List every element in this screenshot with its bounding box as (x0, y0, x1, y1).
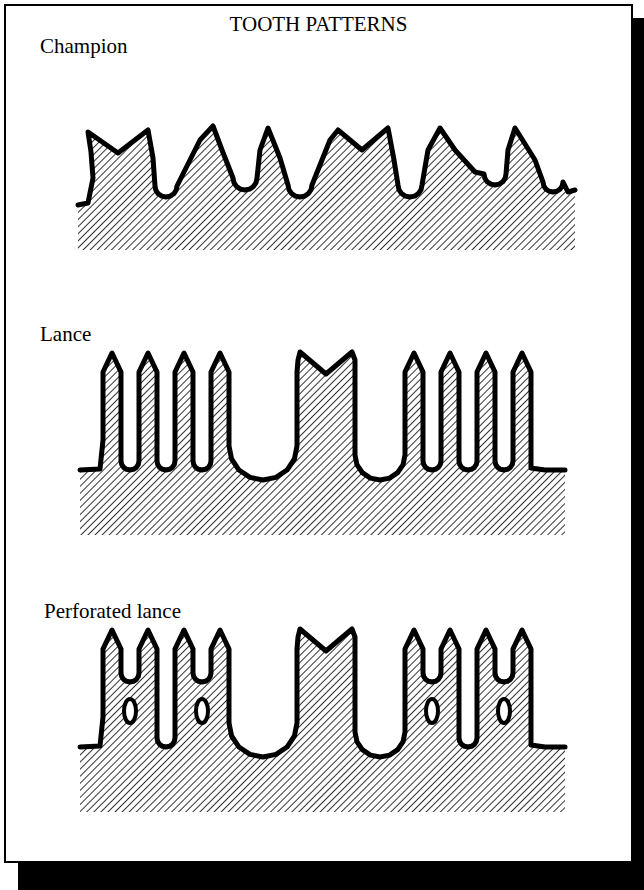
lance-profile (80, 352, 565, 480)
champion-profile (78, 126, 575, 205)
perforated-lance-profile (80, 629, 565, 757)
champion-blade (78, 126, 575, 250)
perforated-lance-blade (80, 629, 565, 812)
frame-shadow (18, 862, 644, 890)
pattern-label: Perforated lance (44, 599, 181, 623)
frame (5, 5, 632, 862)
title: TOOTH PATTERNS (5, 12, 632, 36)
perforation-hole (498, 699, 510, 723)
perforation-hole (426, 699, 438, 723)
perforation-hole (196, 699, 208, 723)
pattern-label: Lance (40, 322, 91, 346)
pattern-label: Champion (40, 34, 128, 58)
lance-blade (80, 352, 565, 535)
frame-shadow (632, 18, 644, 890)
perforation-hole (124, 699, 136, 723)
